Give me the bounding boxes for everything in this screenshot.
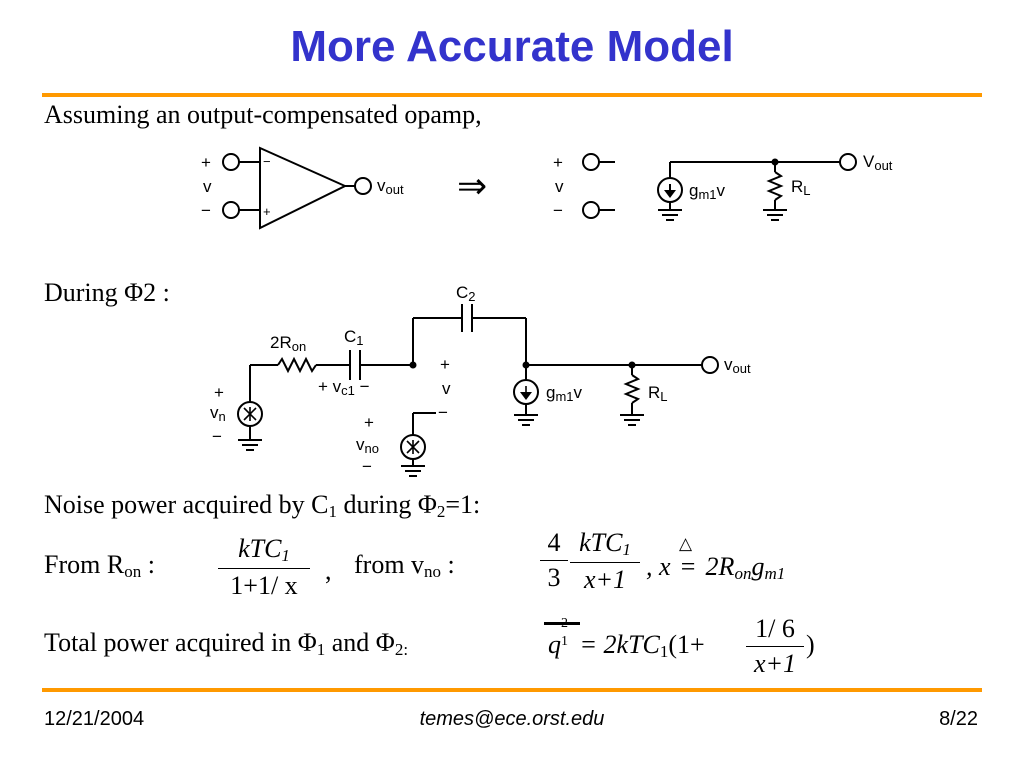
vn-minus: − — [212, 427, 222, 446]
model-v-label: v — [555, 177, 564, 196]
model-minus-label: − — [553, 201, 563, 220]
v-label: v — [442, 379, 451, 398]
opamp-minus-label: − — [263, 154, 271, 169]
model-gm-label: gm1v — [689, 181, 726, 202]
during-phi2-text: During Φ2 : — [44, 278, 170, 307]
opamp-plus-label: + — [263, 204, 271, 219]
title-divider — [42, 93, 982, 97]
top-minus-label: − — [201, 201, 211, 220]
q-fraction: 1/ 6 x+1 — [746, 614, 804, 679]
comma-separator: , — [325, 556, 332, 585]
vno-label: vno — [356, 435, 379, 456]
top-vout-label: vout — [377, 176, 404, 197]
rl-label: RL — [648, 383, 668, 404]
vno-minus: − — [362, 457, 372, 476]
slide-title: More Accurate Model — [290, 22, 734, 71]
implies-arrow: ⇒ — [457, 165, 487, 206]
footer-page-number: 8/22 — [939, 708, 978, 730]
model-plus-label: + — [553, 153, 563, 172]
vno-plus: + — [364, 413, 374, 432]
coef-fraction: 4 3 — [540, 528, 568, 593]
total-power-text: Total power acquired in Φ1 and Φ2: — [44, 628, 409, 659]
footer-date: 12/21/2004 — [44, 708, 145, 730]
from-ron-text: From Ron : — [44, 550, 155, 581]
model-rl-label: RL — [791, 177, 811, 198]
c1-label: C1 — [344, 327, 364, 348]
intro-text: Assuming an output-compensated opamp, — [44, 100, 482, 129]
footer-email: temes@ece.orst.edu — [419, 708, 605, 730]
x-definition: , x △= 2Rongm1 — [646, 534, 786, 583]
noise-power-text: Noise power acquired by C1 during Φ2=1: — [44, 490, 481, 521]
v-plus: + — [440, 355, 450, 374]
c2-label: C2 — [456, 283, 476, 304]
vn-plus: + — [214, 383, 224, 402]
phi2-noise-circuit: 2Ron C1 C2 + vc1 − + v − + vn − + vno − … — [210, 283, 751, 477]
gm-label: gm1v — [546, 383, 583, 404]
vno-noise-fraction: kTC1 x+1 — [570, 528, 640, 595]
ron-noise-fraction: kTC1 1+1/ x — [218, 534, 310, 601]
v-minus: − — [438, 403, 448, 422]
model-vout-label: Vout — [863, 152, 893, 173]
vout-label: vout — [724, 355, 751, 376]
opamp-equivalent-circuit: + v − − + vout ⇒ + v − gm1v RL Vout — [201, 146, 893, 230]
from-vno-text: from vno : — [354, 550, 455, 581]
top-plus-label: + — [201, 153, 211, 172]
footer-divider — [42, 688, 982, 692]
r2on-label: 2Ron — [270, 333, 306, 354]
vn-label: vn — [210, 403, 226, 424]
q-close-paren: ) — [806, 630, 815, 659]
top-v-label: v — [203, 177, 212, 196]
vc1-label: + vc1 − — [318, 377, 370, 398]
